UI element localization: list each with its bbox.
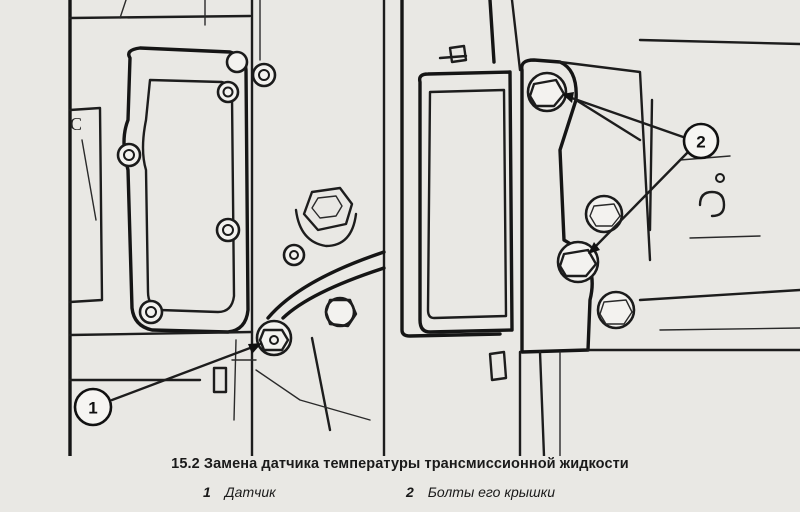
legend-number: 2 — [406, 484, 414, 500]
right-panel — [400, 0, 800, 456]
left-panel: C — [68, 0, 386, 456]
legend-label: Датчик — [224, 484, 276, 500]
cover-bolt-icon — [215, 217, 241, 243]
callout-2: 2 — [562, 92, 720, 254]
cover-bolt-icon — [216, 80, 240, 104]
technical-drawing: C — [68, 0, 800, 456]
cover-bolt-icon — [138, 299, 164, 325]
hex-bolt-icon — [294, 186, 358, 248]
legend-item-cover-bolts: 2 Болты его крышки — [406, 484, 555, 500]
cover-bolt-icon — [556, 240, 600, 284]
callout-2-number: 2 — [696, 133, 705, 152]
figure-caption: 15.2 Замена датчика температуры трансмис… — [171, 456, 629, 472]
lower-bolt-icon — [488, 350, 508, 382]
top-bolt-icon — [225, 50, 277, 88]
mark-c-upper: C — [70, 114, 82, 134]
legend-label: Болты его крышки — [427, 484, 556, 500]
small-bolt-icon — [596, 290, 636, 330]
top-bolt-icon — [448, 44, 468, 64]
temperature-sensor-icon — [255, 319, 293, 357]
cover-bolt-icon — [116, 142, 142, 168]
legend-number: 1 — [203, 484, 211, 500]
legend-item-sensor: 1 Датчик — [203, 484, 276, 500]
small-bolt-icon — [324, 296, 358, 328]
small-bolt-icon — [584, 194, 624, 234]
callout-1: 1 — [73, 343, 262, 427]
ring-mark-icon — [698, 173, 726, 218]
callout-1-number: 1 — [88, 399, 97, 418]
small-bolt-icon — [282, 243, 306, 267]
cover-bolt-icon — [526, 71, 568, 113]
